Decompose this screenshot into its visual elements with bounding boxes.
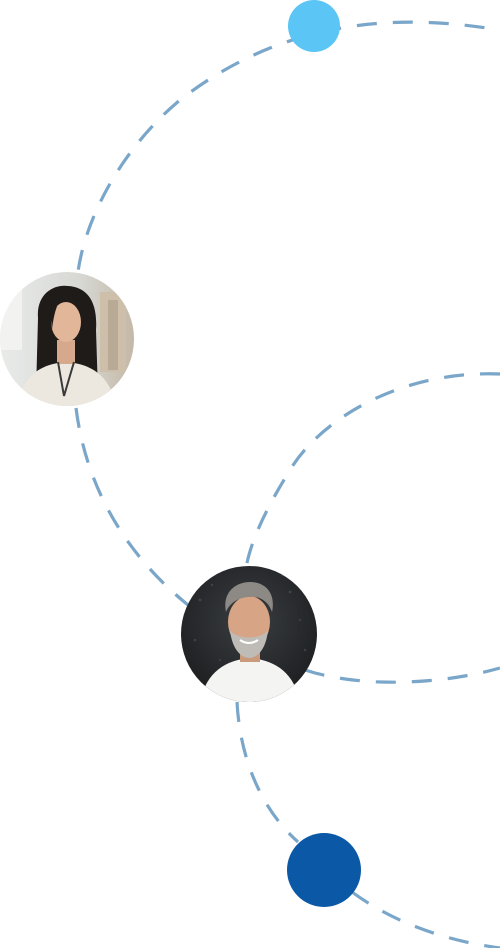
dashed-path-man-to-right xyxy=(304,666,500,684)
dashed-path-large-arc xyxy=(76,20,500,273)
dashed-path-dot-to-right xyxy=(351,890,500,948)
dashed-path-man-to-dot xyxy=(235,701,300,844)
dashed-path-woman-to-man xyxy=(74,407,190,607)
avatar-woman xyxy=(0,272,134,406)
bottom-dot xyxy=(287,833,361,907)
top-dot xyxy=(288,0,340,52)
avatar-man xyxy=(181,566,317,702)
dashed-path-right-arc xyxy=(244,372,500,569)
